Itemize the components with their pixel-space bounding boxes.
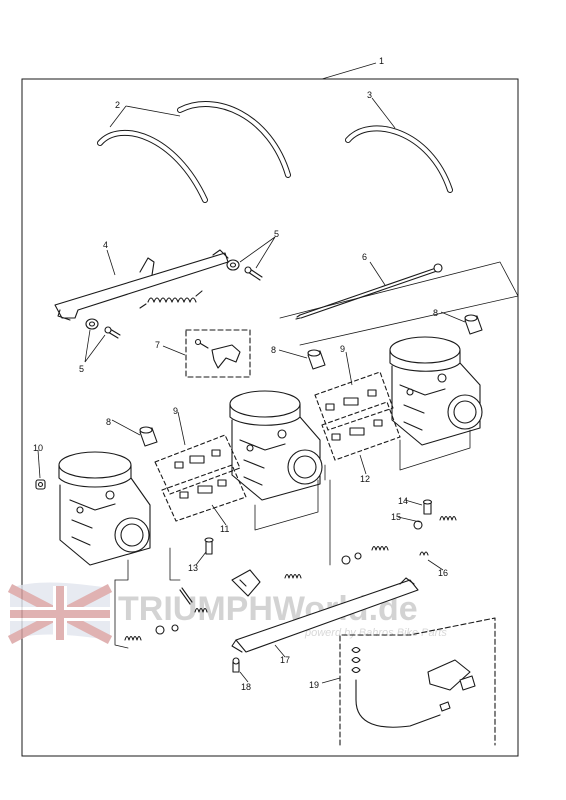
callout-15: 15 [391,512,401,522]
watermark-tagline: powerd by Bahros Bike Parts [304,627,447,639]
spindle-rod-part-6 [279,261,519,346]
fitting-group-part-9-left [154,434,247,522]
alignment-lines [114,429,471,649]
callout-8-left: 8 [106,417,111,427]
callout-12: 12 [360,474,370,484]
hose-part-3 [345,125,453,193]
callout-2: 2 [115,100,120,110]
cap-part-8 [139,314,483,447]
callout-4: 4 [103,240,108,250]
callout-1: 1 [379,56,384,66]
union-jack-logo [7,582,113,644]
callout-labels: 1 2 3 4 5 5 6 7 8 8 8 9 9 10 11 12 13 14… [33,56,448,692]
callout-5-lower: 5 [79,364,84,374]
carburetor-right [389,336,483,446]
callout-5-upper: 5 [274,229,279,239]
callout-16: 16 [438,568,448,578]
screw-part-18 [232,657,240,673]
leader-lines [37,62,466,684]
callout-6: 6 [362,252,367,262]
screw-part-14 [422,499,433,515]
linkage-springs [124,515,457,641]
fitting-group-part-9-right [314,371,401,461]
callout-9-left: 9 [173,406,178,416]
carburetor-middle [229,390,323,501]
screw-nut-part-5 [85,259,263,339]
callout-3: 3 [367,90,372,100]
pin-part-13 [204,537,214,555]
return-spring [139,290,203,309]
bracket-part-7 [194,338,241,369]
choke-cable-part-19 [339,617,496,746]
callout-19: 19 [309,680,319,690]
inset-box-part-7 [185,329,251,378]
callout-7: 7 [155,340,160,350]
callout-14: 14 [398,496,408,506]
linkage-rail-part-17 [231,577,419,653]
callout-8-middle: 8 [271,345,276,355]
callout-9-right: 9 [340,344,345,354]
callout-13: 13 [188,563,198,573]
callout-11: 11 [220,524,229,534]
callout-10: 10 [33,443,43,453]
callout-18: 18 [241,682,251,692]
hose-part-2 [97,101,291,203]
callout-8-right: 8 [433,308,438,318]
callout-17: 17 [280,655,290,665]
throttle-bracket-part-4 [54,249,229,321]
carburetor-left [58,451,151,566]
screw-part-16 [419,551,429,556]
nut-part-10 [35,479,46,490]
diagram-frame [21,78,519,757]
